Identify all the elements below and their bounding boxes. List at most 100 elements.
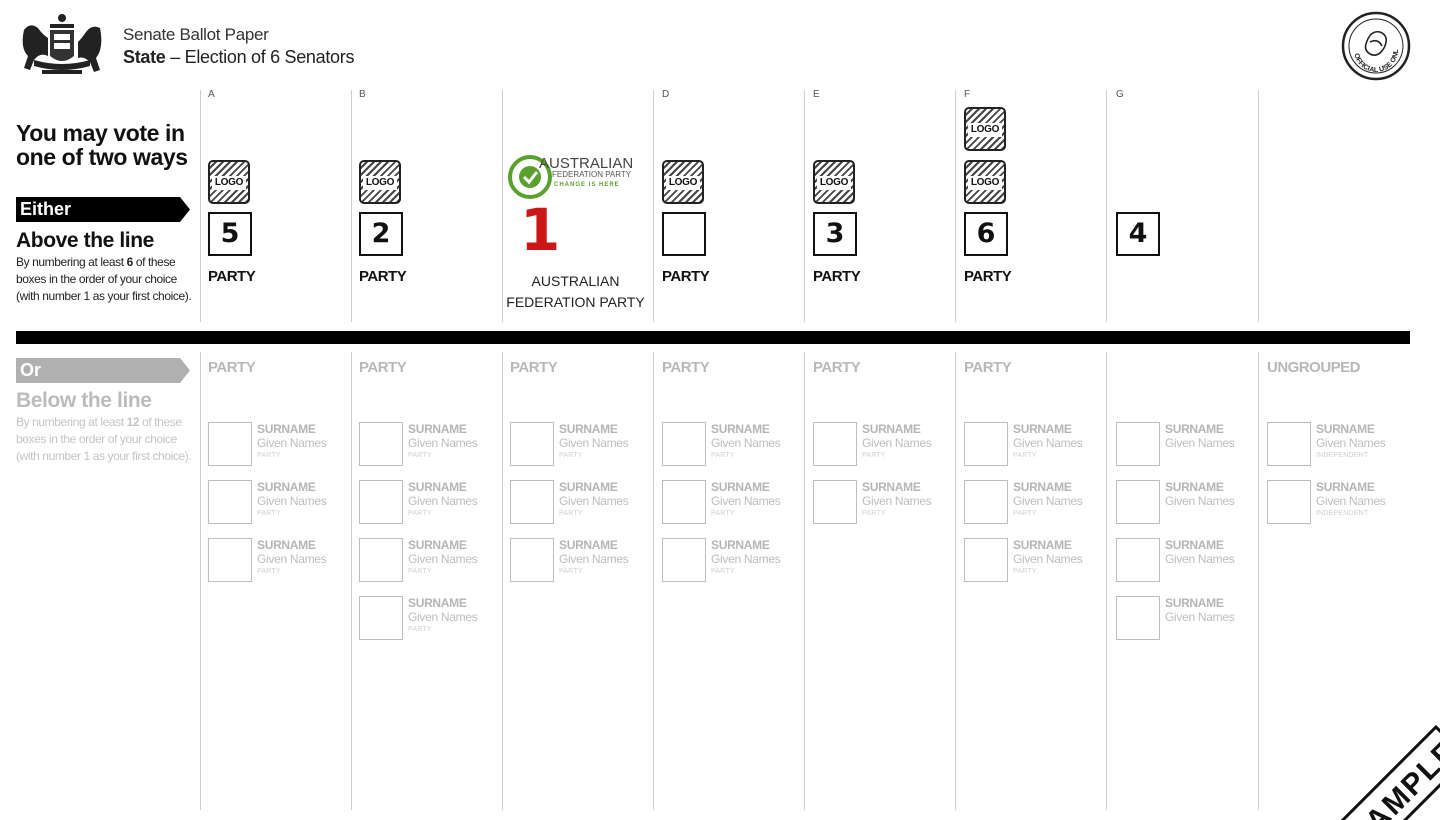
column-letter-a: A — [208, 89, 215, 100]
party-logo-f-2: LOGO — [964, 160, 1006, 204]
candidate-surname: SURNAME — [257, 480, 316, 494]
candidate-vote-box[interactable] — [813, 480, 857, 524]
column-divider — [1258, 352, 1259, 810]
either-label: Either — [20, 199, 72, 219]
afp-logo-line2: FEDERATION PARTY — [552, 170, 632, 179]
candidate-party: PARTY — [711, 568, 735, 575]
candidate-given-names: Given Names — [257, 494, 327, 508]
column-divider — [351, 352, 352, 810]
candidate-given-names: Given Names — [1165, 552, 1235, 566]
column-divider — [653, 352, 654, 810]
candidate-vote-box[interactable] — [208, 422, 252, 466]
party-name-c: AUSTRALIAN FEDERATION PARTY — [506, 273, 645, 310]
afp-logo-icon: AUSTRALIAN FEDERATION PARTY CHANGE IS HE… — [508, 155, 633, 199]
vote-box-d[interactable] — [662, 212, 706, 256]
party-logo-e: LOGO — [813, 160, 855, 204]
party-label-e: PARTY — [813, 268, 861, 285]
vote-box-f[interactable]: 6 — [964, 212, 1008, 256]
group-header-ungrouped: UNGROUPED — [1267, 359, 1361, 376]
column-divider — [200, 352, 201, 810]
either-banner — [16, 197, 190, 222]
column-divider — [1106, 352, 1107, 810]
candidate-vote-box[interactable] — [359, 480, 403, 524]
candidate-vote-box[interactable] — [359, 596, 403, 640]
group-header-a: PARTY — [208, 359, 256, 376]
vote-number-c[interactable]: 1 — [520, 196, 561, 264]
candidate-surname: SURNAME — [559, 480, 618, 494]
candidate-surname: SURNAME — [1165, 538, 1224, 552]
column-letter-d: D — [662, 89, 670, 100]
candidate-party: INDEPENDENT — [1316, 452, 1369, 459]
candidate-given-names: Given Names — [559, 552, 629, 566]
candidate-surname: SURNAME — [1165, 480, 1224, 494]
candidate-party: PARTY — [1013, 510, 1037, 517]
candidate-vote-box[interactable] — [964, 538, 1008, 582]
candidate-surname: SURNAME — [1316, 422, 1375, 436]
candidate-surname: SURNAME — [257, 422, 316, 436]
candidate-vote-box[interactable] — [1116, 538, 1160, 582]
candidate-vote-box[interactable] — [964, 480, 1008, 524]
candidate-vote-box[interactable] — [510, 480, 554, 524]
candidate-given-names: Given Names — [862, 436, 932, 450]
candidate-vote-box[interactable] — [510, 538, 554, 582]
candidate-given-names: Given Names — [257, 436, 327, 450]
candidate-surname: SURNAME — [711, 480, 770, 494]
candidate-surname: SURNAME — [1165, 422, 1224, 436]
column-letter-g: G — [1116, 89, 1124, 100]
candidate-vote-box[interactable] — [1116, 480, 1160, 524]
candidate-vote-box[interactable] — [662, 480, 706, 524]
coat-of-arms-icon — [22, 14, 102, 74]
candidate-vote-box[interactable] — [1267, 422, 1311, 466]
candidate-vote-box[interactable] — [208, 538, 252, 582]
candidate-surname: SURNAME — [408, 596, 467, 610]
column-letter-b: B — [359, 89, 366, 100]
vote-box-a[interactable]: 5 — [208, 212, 252, 256]
group-header-b: PARTY — [359, 359, 407, 376]
the-line-bar — [16, 331, 1410, 344]
ballot-subtitle: State – Election of 6 Senators — [123, 47, 355, 67]
candidate-given-names: Given Names — [1165, 610, 1235, 624]
candidate-surname: SURNAME — [1013, 538, 1072, 552]
vote-box-g[interactable]: 4 — [1116, 212, 1160, 256]
column-divider — [502, 90, 503, 322]
party-label-a: PARTY — [208, 268, 256, 285]
candidate-party: PARTY — [408, 452, 432, 459]
candidate-vote-box[interactable] — [1267, 480, 1311, 524]
candidate-vote-box[interactable] — [662, 538, 706, 582]
vote-box-b[interactable]: 2 — [359, 212, 403, 256]
vote-number-g: 4 — [1128, 218, 1148, 249]
candidate-party: PARTY — [711, 510, 735, 517]
candidate-vote-box[interactable] — [1116, 422, 1160, 466]
candidate-vote-box[interactable] — [813, 422, 857, 466]
candidate-party: INDEPENDENT — [1316, 510, 1369, 517]
candidate-given-names: Given Names — [408, 552, 478, 566]
party-logo-f-1: LOGO — [964, 107, 1006, 151]
candidate-given-names: Given Names — [559, 494, 629, 508]
candidate-party: PARTY — [408, 626, 432, 633]
candidate-vote-box[interactable] — [1116, 596, 1160, 640]
candidate-surname: SURNAME — [1013, 422, 1072, 436]
candidate-given-names: Given Names — [1165, 436, 1235, 450]
group-header-e: PARTY — [813, 359, 861, 376]
candidate-party: PARTY — [559, 452, 583, 459]
column-divider — [200, 90, 201, 322]
vote-number-e: 3 — [825, 218, 845, 249]
column-divider — [804, 90, 805, 322]
candidate-vote-box[interactable] — [359, 422, 403, 466]
candidate-party: PARTY — [711, 452, 735, 459]
candidate-vote-box[interactable] — [510, 422, 554, 466]
sample-stamp: SAMPLE — [1334, 724, 1440, 820]
column-divider — [351, 90, 352, 322]
candidate-party: PARTY — [559, 568, 583, 575]
candidate-party: PARTY — [408, 510, 432, 517]
candidate-vote-box[interactable] — [964, 422, 1008, 466]
candidate-vote-box[interactable] — [208, 480, 252, 524]
candidate-party: PARTY — [862, 452, 886, 459]
candidate-vote-box[interactable] — [359, 538, 403, 582]
candidate-surname: SURNAME — [559, 422, 618, 436]
candidate-vote-box[interactable] — [662, 422, 706, 466]
vote-box-e[interactable]: 3 — [813, 212, 857, 256]
column-letter-e: E — [813, 89, 820, 100]
candidate-given-names: Given Names — [711, 436, 781, 450]
